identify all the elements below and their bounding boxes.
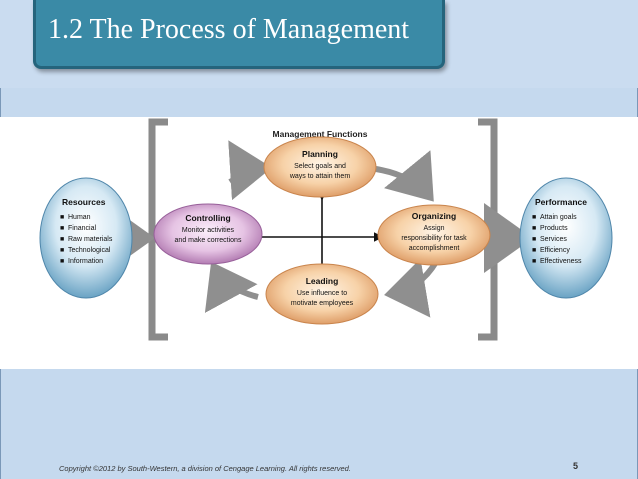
- controlling-line-1: Monitor activities: [182, 227, 235, 234]
- organizing-line-1: Assign: [423, 225, 444, 232]
- resources-item-information: Information: [68, 258, 103, 265]
- leading-ellipse: [265, 263, 379, 325]
- cycle-arrow-planning-to-organizing: [375, 150, 434, 202]
- performance-bullet: ■: [532, 236, 536, 243]
- controlling-line-2: and make corrections: [175, 237, 242, 244]
- performance-bullet: ■: [532, 214, 536, 221]
- performance-item-attain-goals: Attain goals: [540, 214, 577, 221]
- resources-ellipse: [39, 177, 133, 299]
- leading-line-1: Use influence to: [297, 290, 347, 297]
- resources-bullet: ■: [60, 258, 64, 265]
- slide-title: 1.2 The Process of Management: [48, 14, 410, 45]
- resources-bullet: ■: [60, 225, 64, 232]
- resources-title: Resources: [62, 197, 106, 207]
- resources-item-raw-materials: Raw materials: [68, 236, 113, 243]
- resources-bullet: ■: [60, 214, 64, 221]
- resources-item-human: Human: [68, 214, 91, 221]
- controlling-ellipse: [153, 203, 263, 265]
- diagram-heading: Management Functions: [273, 129, 368, 139]
- cycle-arrow-controlling-to-planning: [228, 140, 272, 201]
- process-diagram: Management Functions Resources ■ Human ■…: [39, 118, 613, 341]
- leading-title: Leading: [306, 276, 339, 286]
- performance-bullet: ■: [532, 247, 536, 254]
- performance-item-products: Products: [540, 225, 568, 232]
- organizing-ellipse: [377, 204, 491, 266]
- title-box: 1.2 The Process of Management: [33, 0, 445, 69]
- performance-ellipse: [519, 177, 613, 299]
- copyright-footer: Copyright ©2012 by South-Western, a divi…: [59, 464, 351, 473]
- planning-line-2: ways to attain them: [289, 173, 350, 180]
- resources-item-financial: Financial: [68, 225, 96, 232]
- cycle-arrow-leading-to-controlling: [204, 261, 259, 313]
- performance-bullet: ■: [532, 225, 536, 232]
- resources-bullet: ■: [60, 247, 64, 254]
- performance-bullet: ■: [532, 258, 536, 265]
- planning-ellipse: [263, 136, 377, 198]
- performance-title: Performance: [535, 197, 587, 207]
- planning-line-1: Select goals and: [294, 163, 346, 170]
- organizing-line-3: accomplishment: [409, 245, 460, 252]
- controlling-title: Controlling: [185, 213, 230, 223]
- management-process-figure: Management Functions Resources ■ Human ■…: [0, 117, 638, 369]
- resources-bullet: ■: [60, 236, 64, 243]
- performance-item-efficiency: Efficiency: [540, 247, 570, 254]
- page-number: 5: [573, 461, 579, 471]
- performance-item-services: Services: [540, 236, 567, 243]
- performance-item-effectiveness: Effectiveness: [540, 258, 582, 265]
- leading-line-2: motivate employees: [291, 300, 354, 307]
- resources-item-technological: Technological: [68, 247, 111, 254]
- organizing-title: Organizing: [412, 211, 456, 221]
- planning-title: Planning: [302, 149, 338, 159]
- organizing-line-2: responsibility for task: [401, 235, 467, 242]
- cycle-arrow-organizing-to-leading: [384, 258, 439, 318]
